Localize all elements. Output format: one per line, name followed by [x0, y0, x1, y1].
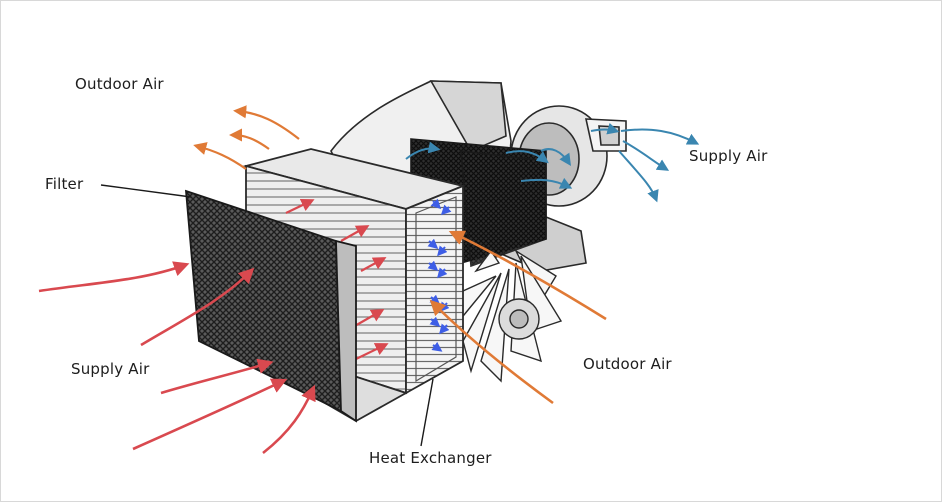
- exhaust-fan: [459, 251, 561, 381]
- heat-exchanger-leader-line: [421, 379, 433, 446]
- supply-air-label-left: Supply Air: [71, 360, 149, 378]
- heat-exchanger-label: Heat Exchanger: [369, 449, 492, 467]
- supply-air-label-right: Supply Air: [689, 147, 767, 165]
- outdoor-air-label-top: Outdoor Air: [75, 75, 164, 93]
- outdoor-air-label-right: Outdoor Air: [583, 355, 672, 373]
- filter-label: Filter: [45, 175, 83, 193]
- filter-leader-line: [101, 185, 191, 197]
